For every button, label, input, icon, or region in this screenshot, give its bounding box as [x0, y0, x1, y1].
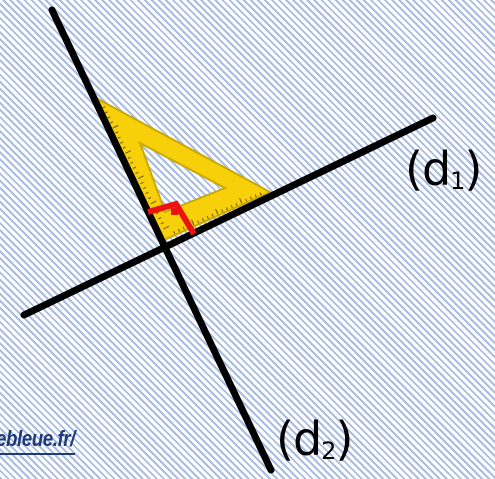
set-square-tick	[160, 222, 164, 225]
label-d1: (d1)	[405, 142, 482, 196]
set-square-tick	[120, 141, 124, 144]
set-square-tick	[177, 228, 181, 232]
set-square-tick	[249, 196, 253, 200]
set-square-tick	[211, 213, 214, 217]
label-d2: (d2)	[276, 412, 353, 466]
set-square-tick	[140, 181, 144, 185]
set-square-tick	[130, 161, 134, 164]
set-square-tick	[163, 225, 170, 230]
line-d2	[48, 6, 275, 474]
set-square-tick	[109, 121, 114, 124]
right-angle-dot	[171, 208, 178, 215]
set-square-tick	[158, 217, 162, 220]
set-square-tick	[102, 106, 106, 109]
set-square-tick	[145, 191, 149, 195]
set-square-tick	[215, 208, 219, 215]
set-square-tick	[239, 198, 243, 204]
set-square-tick	[182, 226, 185, 230]
set-square-tick	[191, 219, 195, 226]
set-square-tick	[148, 196, 152, 200]
set-square-tick	[221, 209, 224, 213]
set-square-tick	[197, 220, 200, 224]
set-square-tick	[254, 194, 257, 198]
set-square-tick	[150, 200, 157, 205]
set-square-tick	[201, 218, 205, 222]
set-square-tick	[155, 212, 159, 215]
set-square-tick	[230, 205, 233, 209]
set-square-tick	[245, 198, 248, 202]
set-square-tick	[142, 186, 147, 190]
set-square-tick	[122, 146, 126, 149]
right-angle-marker	[147, 200, 197, 236]
set-square-tick	[115, 131, 119, 134]
set-square-tick	[125, 150, 132, 154]
set-square-tick	[117, 136, 121, 139]
set-square-tick	[173, 230, 176, 235]
set-square-tick	[132, 166, 136, 169]
line-d1	[20, 114, 437, 319]
set-square-tick	[107, 116, 111, 119]
set-square-tick	[235, 202, 238, 207]
set-square-tick	[137, 175, 144, 180]
set-square-tick	[135, 171, 139, 174]
set-square-tick	[104, 111, 109, 114]
set-square-tick	[127, 156, 131, 159]
watermark-url: ebleue.fr/	[0, 426, 75, 455]
set-square-tick	[206, 215, 209, 220]
set-square-tick	[259, 192, 262, 196]
set-square-tick	[112, 125, 119, 129]
set-square-tick	[225, 207, 229, 211]
